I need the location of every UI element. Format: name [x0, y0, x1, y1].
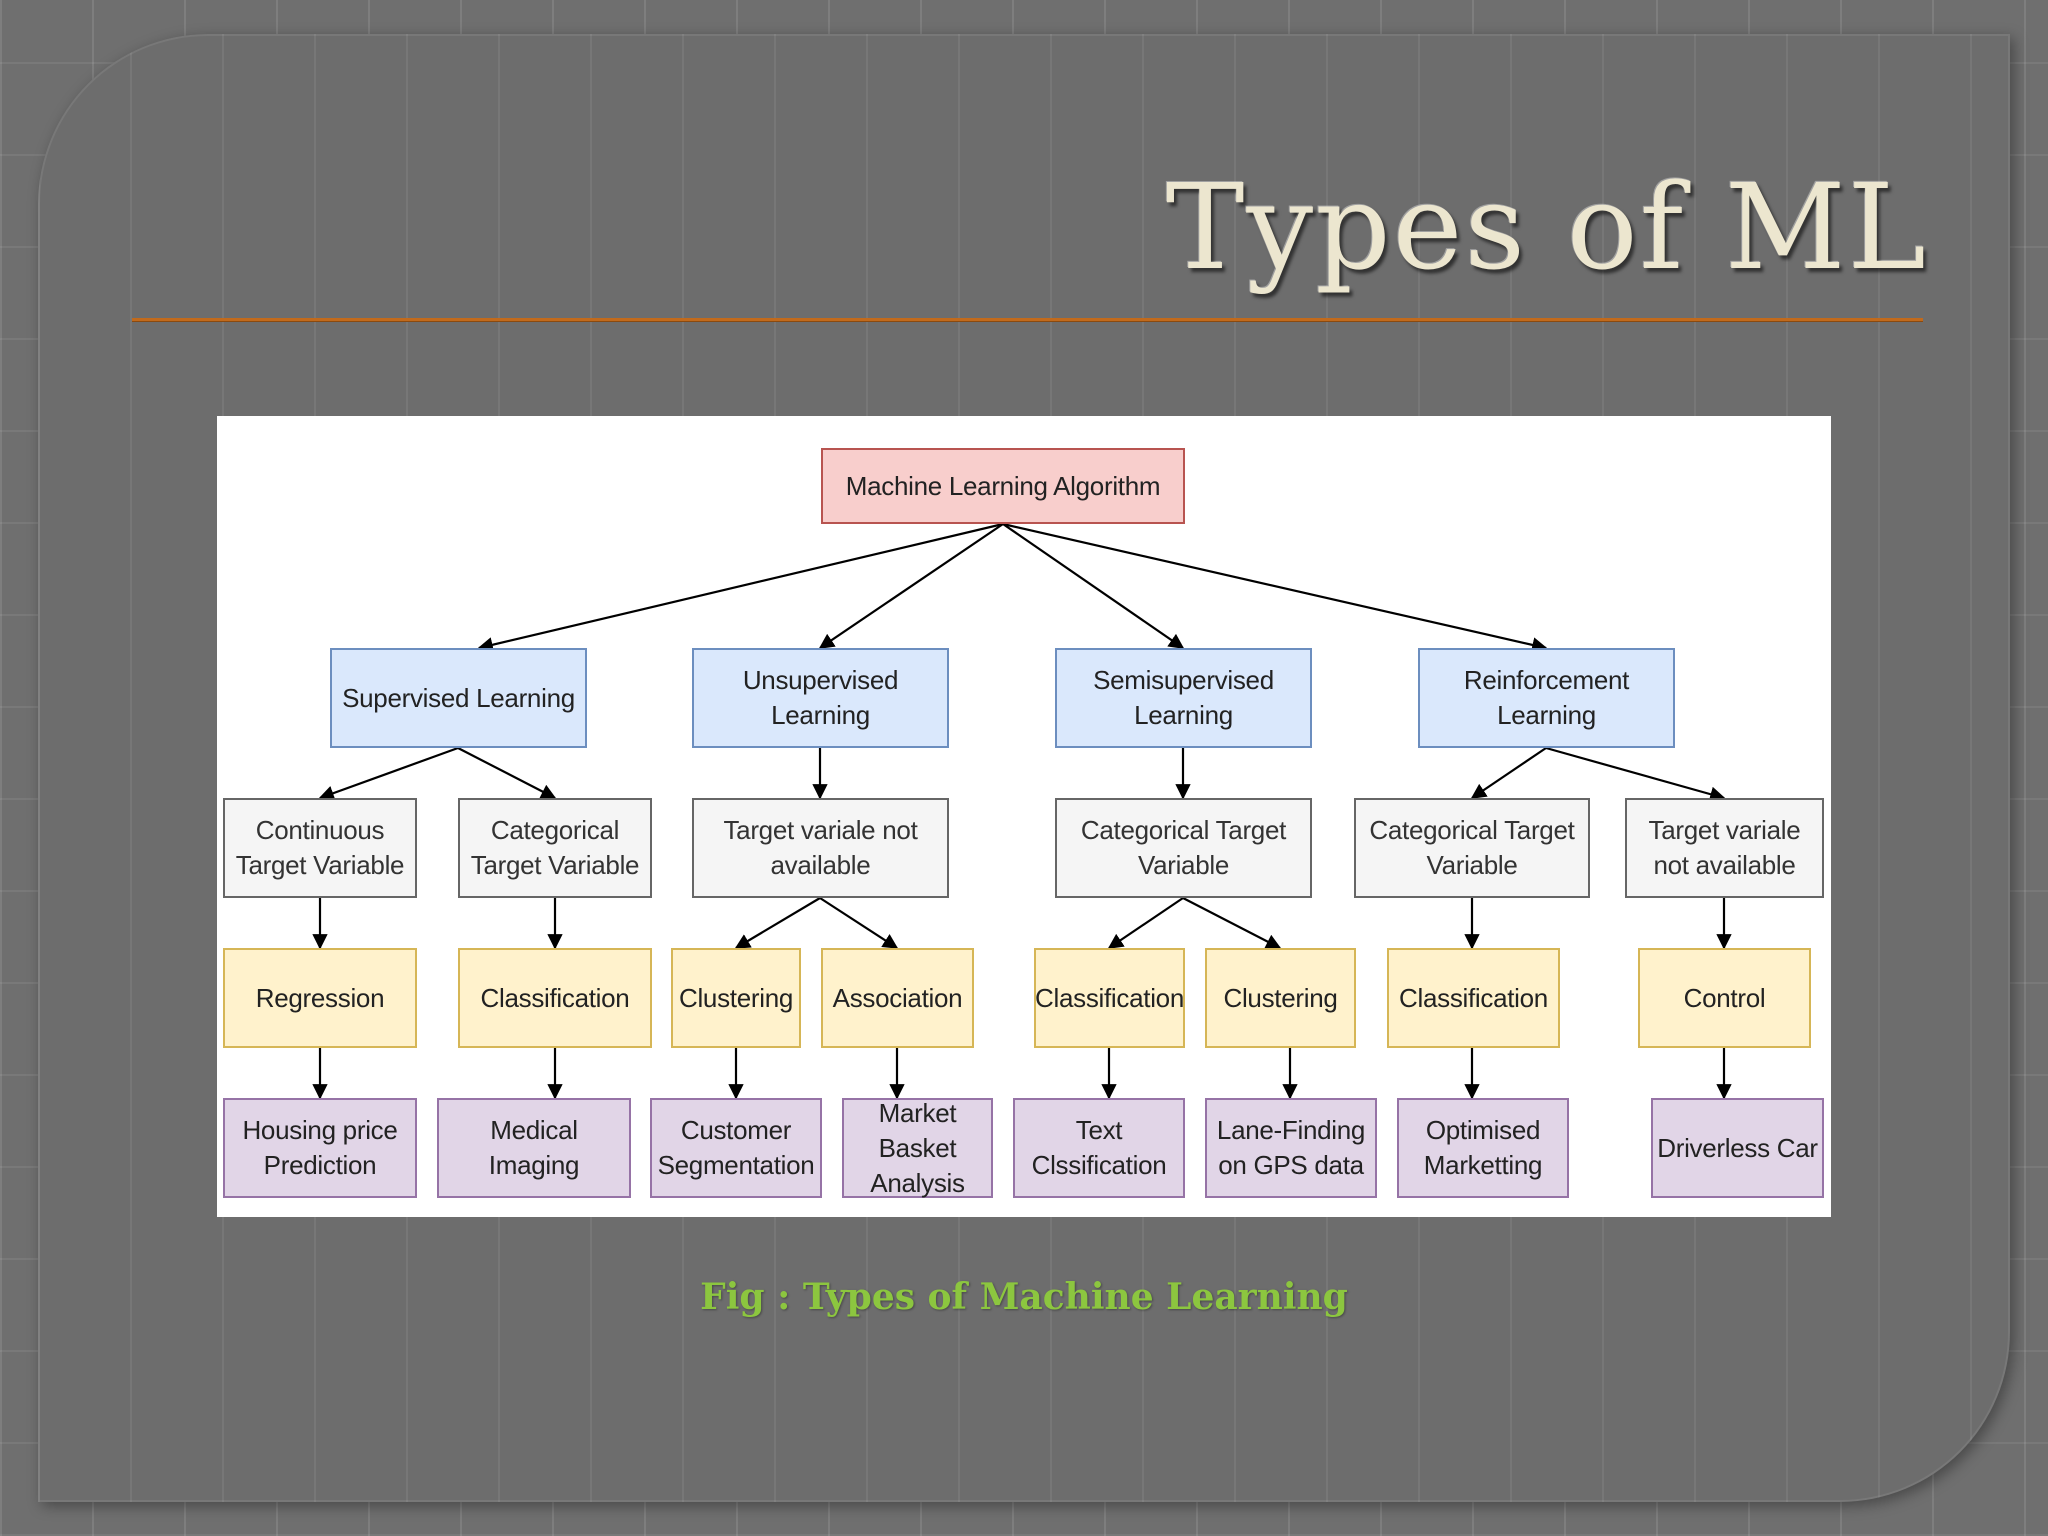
node-reinforcement-learning: Reinforcement Learning — [1418, 648, 1675, 748]
node-categorical-target-semisupervised: Categorical Target Variable — [1055, 798, 1312, 898]
node-unsupervised-learning: Unsupervised Learning — [692, 648, 949, 748]
connector-arrow-13 — [819, 897, 899, 949]
node-classification-reinforcement: Classification — [1387, 948, 1560, 1048]
node-regression: Regression — [223, 948, 417, 1048]
node-customer-segmentation: Customer Segmentation — [650, 1098, 822, 1198]
node-target-not-available-unsupervised: Target variale not available — [692, 798, 949, 898]
node-optimised-marketting: Optimised Marketting — [1397, 1098, 1569, 1198]
connector-arrow-14 — [1107, 897, 1184, 949]
title-underline — [132, 318, 1923, 322]
node-supervised-learning: Supervised Learning — [330, 648, 587, 748]
connector-arrow-4 — [318, 746, 459, 801]
node-classification-supervised: Classification — [458, 948, 652, 1048]
node-semisupervised-learning: Semisupervised Learning — [1055, 648, 1312, 748]
connector-arrow-12 — [734, 897, 821, 949]
node-categorical-target-supervised: Categorical Target Variable — [458, 798, 652, 898]
node-medical-imaging: Medical Imaging — [437, 1098, 631, 1198]
connector-arrow-5 — [457, 747, 557, 799]
node-clustering-semisupervised: Clustering — [1205, 948, 1356, 1048]
connector-arrow-15 — [1182, 897, 1282, 949]
slide-title: Types of ML — [1165, 158, 1928, 296]
node-classification-semisupervised: Classification — [1034, 948, 1185, 1048]
node-association: Association — [821, 948, 974, 1048]
connector-arrow-8 — [1470, 747, 1547, 799]
node-clustering-unsupervised: Clustering — [671, 948, 801, 1048]
diagram-connectors — [312, 522, 1732, 1100]
node-text-classification: Text Clssification — [1013, 1098, 1185, 1198]
node-driverless-car: Driverless Car — [1651, 1098, 1824, 1198]
connector-arrow-2 — [1002, 523, 1185, 649]
node-root: Machine Learning Algorithm — [821, 448, 1185, 524]
connector-arrow-3 — [1002, 522, 1548, 653]
figure-caption: Fig : Types of Machine Learning — [700, 1276, 1348, 1318]
ml-types-diagram: Machine Learning Algorithm Supervised Le… — [217, 416, 1831, 1217]
connector-arrow-1 — [818, 523, 1004, 649]
node-continuous-target: Continuous Target Variable — [223, 798, 417, 898]
node-control: Control — [1638, 948, 1811, 1048]
connector-arrow-9 — [1545, 746, 1726, 802]
node-target-not-available-reinforcement: Target variale not available — [1625, 798, 1824, 898]
node-market-basket-analysis: Market Basket Analysis — [842, 1098, 993, 1198]
node-housing-price-prediction: Housing price Prediction — [223, 1098, 417, 1198]
node-categorical-target-reinforcement: Categorical Target Variable — [1354, 798, 1590, 898]
connector-arrow-0 — [477, 522, 1004, 653]
node-lane-finding-gps: Lane-Finding on GPS data — [1205, 1098, 1377, 1198]
